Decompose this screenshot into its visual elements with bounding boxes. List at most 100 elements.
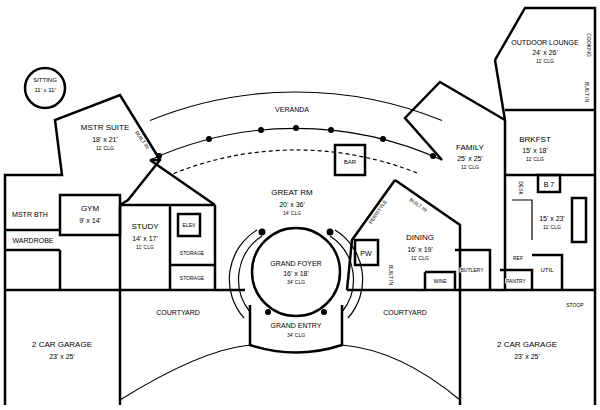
- wall-line: [174, 150, 419, 174]
- room-label: 16' x 19': [406, 246, 434, 253]
- room-label: STOOP: [565, 303, 584, 308]
- wall-line: [327, 229, 334, 236]
- room-label: GYM: [80, 205, 100, 213]
- room-label: 34' CLG: [286, 333, 306, 338]
- wall-line: [178, 214, 200, 236]
- room-label: BAR: [343, 159, 357, 165]
- room-label: 11' CLG: [135, 245, 155, 250]
- wall-line: [330, 230, 363, 318]
- wall-line: [460, 290, 595, 405]
- room-label: COURTYARD: [155, 309, 201, 316]
- room-label: DINING: [405, 234, 435, 242]
- wall-line: [25, 68, 65, 108]
- room-label: PW: [359, 250, 372, 257]
- room-label: BUTLERY: [460, 268, 485, 273]
- room-label: 9' x 14': [78, 217, 102, 224]
- wall-line: [150, 160, 215, 205]
- room-label: BRKFST: [518, 136, 552, 144]
- wall-line: [380, 136, 386, 142]
- room-label: 23' x 25': [513, 353, 541, 360]
- wall-line: [229, 230, 262, 318]
- wall-line: [25, 68, 532, 400]
- wall-line: [5, 8, 595, 405]
- room-label: 25' x 25': [456, 155, 484, 162]
- room-label: 34' CLG: [286, 280, 306, 285]
- room-label: 11' x 11': [33, 87, 56, 93]
- room-label: 2 CAR GARAGE: [496, 341, 558, 349]
- room-label: VERANDA: [274, 106, 310, 113]
- room-label: COURTYARD: [382, 309, 428, 316]
- room-label: 11' CLG: [460, 165, 480, 170]
- room-label: COOKING: [586, 32, 591, 58]
- wall-line: [5, 195, 120, 250]
- room-label: 2 CAR GARAGE: [31, 341, 93, 349]
- wall-line: [250, 305, 342, 353]
- wall-line: [265, 309, 271, 315]
- wall-line: [538, 175, 560, 192]
- room-label: 16' x 18': [282, 270, 310, 277]
- room-label: REF: [512, 256, 524, 261]
- wall-line: [259, 229, 266, 236]
- room-label: GRAND ENTRY: [270, 322, 323, 329]
- wall-line: [5, 95, 160, 290]
- wall-line: [252, 228, 340, 316]
- room-label: WARDROBE: [12, 237, 55, 244]
- wall-line: [430, 153, 436, 159]
- wall-line: [505, 110, 595, 175]
- room-label: OUTDOOR LOUNGE: [510, 39, 579, 46]
- room-label: GRAND FOYER: [269, 260, 322, 267]
- wall-line: [328, 127, 334, 133]
- wall-line: [500, 255, 562, 290]
- room-label: 11' CLG: [542, 225, 562, 230]
- room-label: FAMILY: [455, 144, 485, 152]
- room-label: STUDY: [130, 223, 159, 231]
- room-label: 24' x 26': [531, 49, 559, 56]
- room-label: 15' x 23': [538, 215, 566, 222]
- wall-line: [321, 309, 327, 315]
- room-label: GREAT RM: [270, 189, 313, 197]
- room-label: BUILT IN: [584, 81, 589, 103]
- room-label: BUILT IN: [388, 264, 393, 286]
- room-label: 11' CLG: [95, 146, 115, 151]
- wall-line: [156, 153, 162, 159]
- wall-line: [495, 8, 595, 290]
- wall-line: [59, 250, 62, 290]
- room-label: 11' CLG: [525, 157, 545, 162]
- wall-line: [405, 82, 505, 160]
- room-label: B 7: [543, 181, 556, 188]
- room-label: MSTR BTH: [11, 211, 49, 218]
- room-label: ELEV: [182, 223, 197, 228]
- wall-line: [150, 92, 442, 121]
- room-label: 18' x 21': [91, 136, 119, 143]
- wall-line: [120, 345, 460, 400]
- wall-line: [258, 127, 264, 133]
- room-label: 20' x 36': [278, 201, 306, 208]
- wall-line: [495, 60, 505, 290]
- wall-line: [512, 200, 532, 240]
- wall-line: [293, 125, 299, 131]
- room-label: SITTING: [32, 77, 58, 83]
- wall-line: [206, 136, 212, 142]
- wall-line: [156, 125, 436, 315]
- wall-line: [150, 128, 442, 160]
- room-label: PANTRY: [505, 279, 527, 284]
- wall-line: [355, 240, 378, 265]
- wall-line: [425, 250, 490, 290]
- room-label: STORAGE: [179, 276, 205, 281]
- room-label: STORAGE: [179, 251, 205, 256]
- room-label: DESK: [518, 180, 523, 196]
- wall-line: [120, 205, 215, 290]
- wall-line: [572, 198, 586, 242]
- room-label: 11' CLG: [535, 59, 555, 64]
- room-label: 14' CLG: [282, 211, 302, 216]
- room-label: 23' x 25': [48, 353, 76, 360]
- room-label: WINE: [432, 279, 447, 284]
- wall-line: [5, 290, 120, 405]
- room-label: 15' x 18': [521, 147, 549, 154]
- wall-line: [335, 145, 365, 175]
- room-label: UTIL: [539, 267, 554, 273]
- room-label: 14' x 17': [131, 235, 159, 242]
- room-label: BUILT IN: [408, 197, 429, 214]
- room-label: MSTR SUITE: [80, 124, 130, 132]
